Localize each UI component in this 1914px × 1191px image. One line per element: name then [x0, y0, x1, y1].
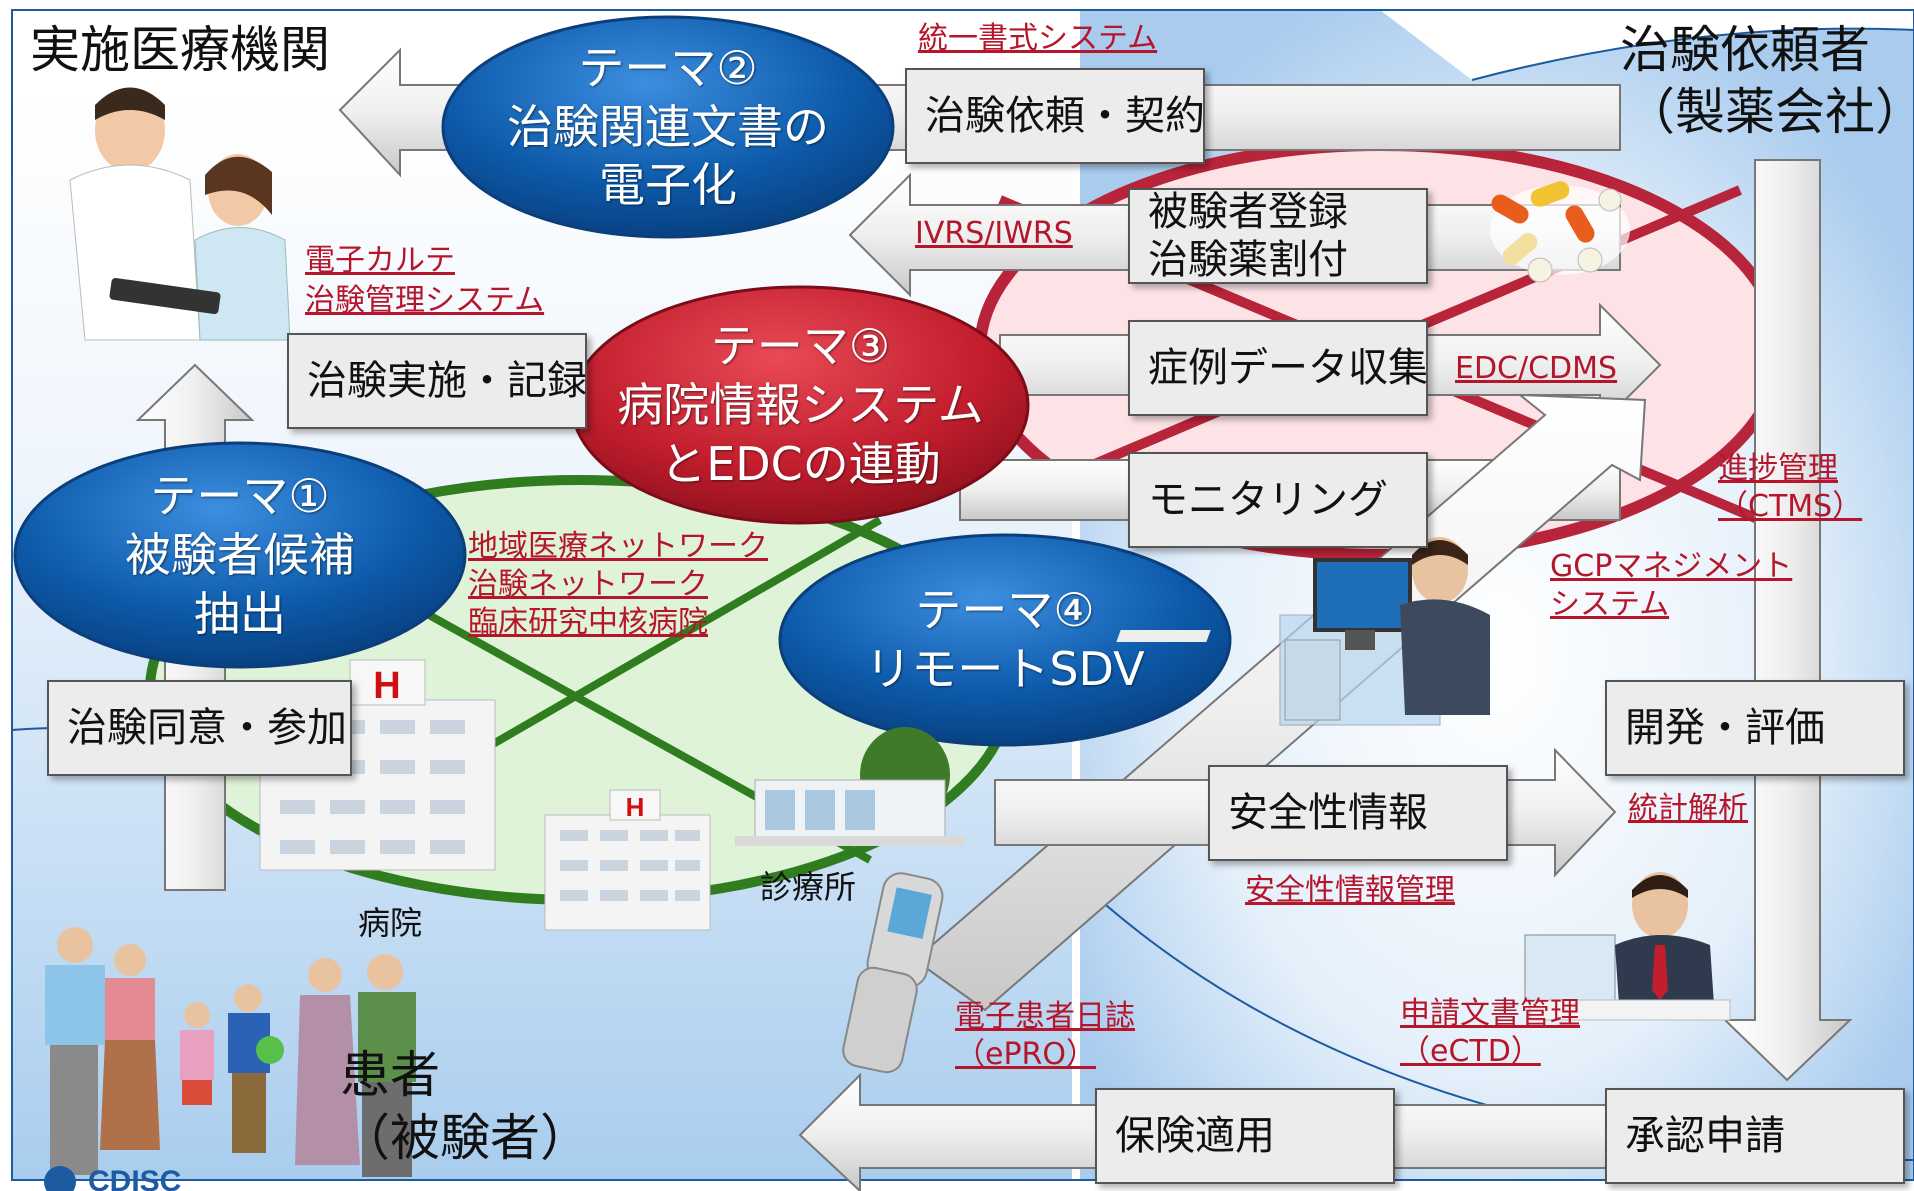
box-registration-line2: 治験薬割付	[1148, 237, 1348, 283]
theme-1-title-line1: 被験者候補	[125, 528, 355, 583]
theme-3-label: テーマ③ 病院情報システム とEDCの連動	[598, 308, 1003, 503]
theme-4-number: テーマ④	[915, 583, 1095, 638]
link-epro-line1[interactable]: 電子患者日誌	[955, 999, 1135, 1034]
box-safety-info: 安全性情報	[1208, 765, 1508, 861]
svg-text:H: H	[373, 665, 400, 707]
hospital-building-small: H	[544, 789, 711, 931]
theme-1-title-line2: 抽出	[194, 586, 286, 641]
box-insurance: 保険適用	[1095, 1088, 1395, 1184]
box-dev-eval: 開発・評価	[1605, 680, 1905, 776]
link-edc[interactable]: EDC/CDMS	[1455, 351, 1618, 386]
svg-text:H: H	[626, 792, 645, 822]
patient-family-figure	[45, 927, 416, 1177]
theme-4-title: リモートSDV	[865, 642, 1145, 696]
patient-header-line2: （被験者）	[340, 1109, 590, 1167]
link-ectd-line2[interactable]: （eCTD）	[1400, 1034, 1541, 1069]
doctor-nurse-figure	[69, 87, 291, 341]
cdisc-logo-text: CDISC	[88, 1165, 181, 1191]
theme-3-title-line2: とEDCの連動	[660, 436, 941, 491]
theme-2-title-line2: 電子化	[599, 158, 737, 213]
patient-header-line1: 患者	[340, 1046, 440, 1104]
link-progress-line2[interactable]: （CTMS）	[1718, 489, 1863, 524]
pills-icon	[1490, 181, 1630, 283]
mobile-phone-icon	[842, 872, 944, 1074]
computer-worker-figure	[1116, 537, 1490, 726]
link-epro-line2[interactable]: （ePRO）	[955, 1037, 1097, 1072]
link-gcp-line1[interactable]: GCPマネジメント	[1550, 549, 1793, 584]
link-ectd-line1[interactable]: 申請文書管理	[1400, 996, 1580, 1031]
box-consent: 治験同意・参加	[47, 680, 352, 776]
box-registration: 被験者登録 治験薬割付	[1128, 188, 1428, 284]
link-trial-network[interactable]: 治験ネットワーク	[468, 567, 708, 602]
sponsor-header-line2: （製薬会社）	[1625, 83, 1914, 141]
theme-3-title-line1: 病院情報システム	[617, 378, 984, 433]
link-ehr[interactable]: 電子カルテ	[305, 243, 455, 278]
box-registration-line1: 被験者登録	[1148, 189, 1348, 235]
caption-clinic: 診療所	[760, 868, 857, 906]
theme-4-label: テーマ④ リモートSDV	[805, 560, 1205, 720]
link-gcp-line2[interactable]: システム	[1550, 587, 1670, 622]
link-ivrs[interactable]: IVRS/IWRS	[915, 216, 1073, 251]
institution-header: 実施医療機関	[30, 21, 330, 79]
box-request-contract: 治験依頼・契約	[905, 68, 1205, 164]
link-safety-mgmt[interactable]: 安全性情報管理	[1245, 873, 1455, 908]
sponsor-header-line1: 治験依頼者	[1620, 21, 1870, 79]
caption-hospital: 病院	[358, 904, 423, 942]
theme-2-number: テーマ②	[578, 40, 758, 95]
theme-1-label: テーマ① 被験者候補 抽出	[40, 458, 440, 653]
theme-1-number: テーマ①	[150, 469, 330, 524]
clinic-building	[735, 727, 965, 846]
box-approval: 承認申請	[1605, 1088, 1905, 1184]
theme-2-title-line1: 治験関連文書の	[507, 99, 829, 154]
link-core-hospital[interactable]: 臨床研究中核病院	[468, 605, 708, 640]
link-progress-line1[interactable]: 進捗管理	[1718, 451, 1838, 486]
cdisc-logo: CDISC	[44, 1165, 181, 1191]
theme-2-label: テーマ② 治験関連文書の 電子化	[468, 32, 868, 222]
box-monitoring: モニタリング	[1128, 452, 1428, 548]
link-regional-network[interactable]: 地域医療ネットワーク	[468, 529, 768, 564]
link-ctms-system[interactable]: 治験管理システム	[305, 283, 545, 318]
link-unified-forms[interactable]: 統一書式システム	[918, 21, 1158, 56]
link-stats[interactable]: 統計解析	[1628, 791, 1748, 826]
businessman-figure	[1524, 872, 1731, 1021]
box-case-data: 症例データ収集	[1128, 320, 1428, 416]
theme-3-number: テーマ③	[710, 319, 891, 374]
box-conduct-record: 治験実施・記録	[287, 333, 587, 429]
